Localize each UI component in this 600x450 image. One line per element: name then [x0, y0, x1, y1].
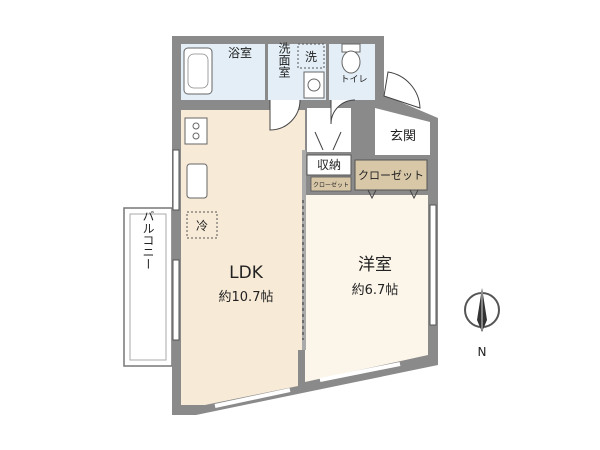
closet-door-marks	[367, 189, 419, 200]
ldk-area: 約10.7帖	[219, 290, 274, 305]
toilet-label: トイレ	[340, 75, 367, 85]
small-closet	[310, 176, 352, 192]
stove	[184, 117, 208, 145]
ldk-floor	[181, 110, 305, 405]
window-bottom-ldk	[214, 388, 291, 408]
kitchen-sink	[186, 163, 208, 199]
entrance-label: 玄関	[390, 129, 416, 144]
entrance-floor	[375, 108, 430, 155]
washroom-label: 洗面室	[277, 42, 291, 78]
window-bottom-western	[319, 362, 401, 382]
washer-label: 洗	[305, 50, 317, 64]
partition-wall	[302, 150, 306, 350]
balcony-label: バルコニー	[141, 210, 155, 270]
main-closet-label: クローゼット	[358, 169, 424, 182]
western-name: 洋室	[358, 255, 392, 275]
front-door	[383, 71, 421, 109]
wash-basin	[303, 71, 325, 99]
hallway-floor	[307, 108, 351, 152]
toilet-fixture	[341, 43, 361, 74]
toilet-door	[330, 99, 356, 125]
fridge-label: 冷	[196, 219, 208, 233]
storage-floor	[306, 154, 352, 176]
ldk-name: LDK	[229, 263, 264, 283]
storage-door	[314, 131, 342, 151]
western-area: 約6.7帖	[352, 283, 399, 298]
window-lower	[172, 259, 180, 341]
western-room-floor	[305, 195, 428, 382]
small-closet-label: クローゼット	[313, 181, 349, 189]
bathroom-label: 浴室	[228, 45, 252, 60]
window-right	[429, 204, 437, 326]
washroom-door	[269, 99, 301, 131]
bathtub	[183, 47, 213, 95]
window-upper	[172, 149, 180, 211]
main-closet	[354, 159, 428, 191]
storage-label: 収納	[317, 158, 341, 172]
balcony	[123, 207, 173, 367]
north-label: N	[478, 345, 487, 359]
washer-space	[297, 43, 325, 69]
compass: N	[464, 288, 500, 359]
